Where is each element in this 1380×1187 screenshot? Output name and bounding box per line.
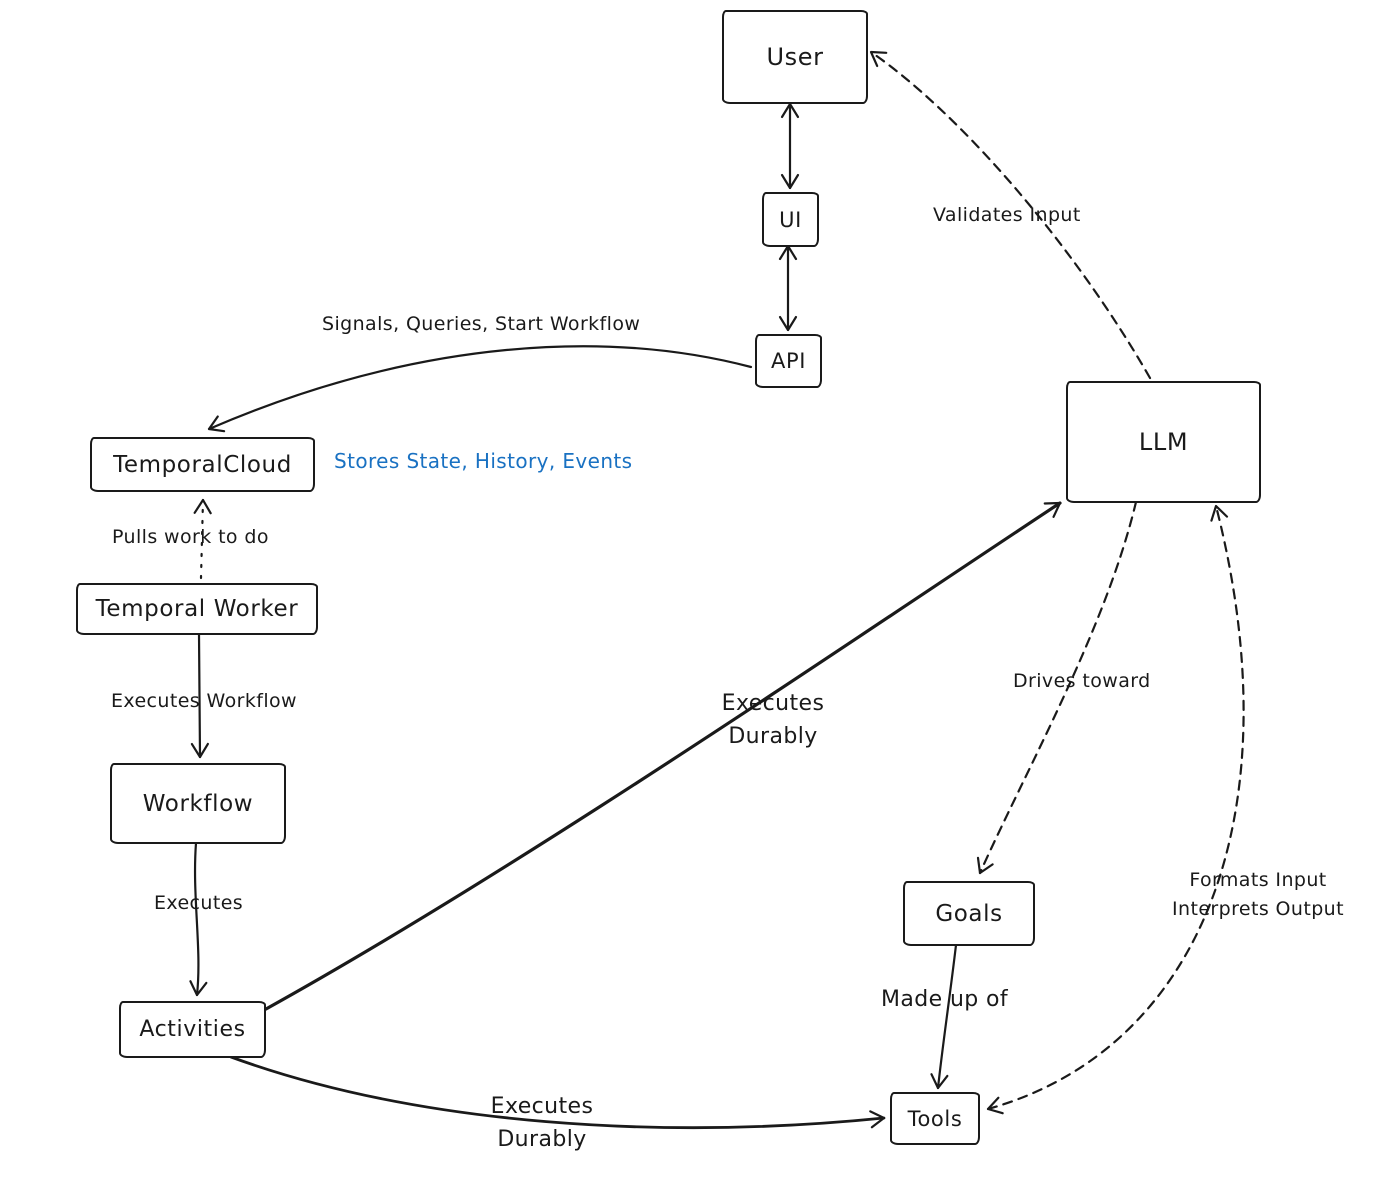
edge-label-pulls-work: Pulls work to do xyxy=(112,526,269,548)
node-temporal-worker-label: Temporal Worker xyxy=(95,596,299,622)
edge-label-made-up-of: Made up of xyxy=(881,987,1009,1012)
node-workflow-label: Workflow xyxy=(142,790,254,817)
node-goals-label: Goals xyxy=(935,900,1003,927)
node-api-label: API xyxy=(770,349,807,373)
edge-label-line-2: Durably xyxy=(497,1127,587,1152)
edge-label-executes-workflow: Executes Workflow xyxy=(111,690,297,712)
edge-activities-llm xyxy=(264,501,1062,1011)
node-workflow: Workflow xyxy=(110,763,286,844)
node-activities: Activities xyxy=(119,1001,266,1058)
edge-label-executes-durably-tools: Executes Durably xyxy=(462,1090,622,1156)
edge-label-executes: Executes xyxy=(154,892,244,914)
edge-label-line-1: Executes xyxy=(721,691,825,716)
edge-llm-user xyxy=(869,50,1152,380)
edge-activities-tools xyxy=(229,1055,886,1129)
edge-workflow-activities xyxy=(189,841,208,997)
edge-label-signals-queries: Signals, Queries, Start Workflow xyxy=(322,313,641,335)
node-goals: Goals xyxy=(903,881,1035,946)
edge-label-line-1: Formats Input xyxy=(1189,869,1327,891)
edge-label-formats-interprets: Formats Input Interprets Output xyxy=(1163,866,1353,923)
edge-label-line-1: Executes xyxy=(490,1094,594,1119)
node-llm-label: LLM xyxy=(1138,428,1189,456)
node-temporal-worker: Temporal Worker xyxy=(76,583,318,635)
node-ui-label: UI xyxy=(779,207,802,232)
node-ui: UI xyxy=(762,192,819,247)
node-user: User xyxy=(722,10,868,104)
node-temporal-cloud: TemporalCloud xyxy=(90,437,315,492)
edge-label-validates-input: Validates Input xyxy=(933,204,1081,226)
edge-temporal-worker-workflow xyxy=(190,632,209,759)
edge-label-line-2: Interprets Output xyxy=(1172,897,1344,920)
edge-label-executes-durably-llm: Executes Durably xyxy=(698,687,848,753)
note-stores-state: Stores State, History, Events xyxy=(334,449,633,473)
edge-temporal-worker-temporal-cloud xyxy=(193,498,212,580)
node-temporal-cloud-label: TemporalCloud xyxy=(113,451,292,478)
node-tools-label: Tools xyxy=(907,1106,963,1131)
edge-tools-llm xyxy=(986,504,1245,1115)
edge-label-drives-toward: Drives toward xyxy=(1013,670,1151,692)
node-tools: Tools xyxy=(890,1092,980,1145)
node-api: API xyxy=(755,334,822,388)
edge-goals-tools xyxy=(930,943,958,1090)
node-user-label: User xyxy=(766,43,824,71)
edge-api-temporal-cloud xyxy=(207,345,753,433)
node-activities-label: Activities xyxy=(139,1017,246,1042)
node-llm: LLM xyxy=(1066,381,1261,503)
edge-label-line-2: Durably xyxy=(728,724,818,749)
